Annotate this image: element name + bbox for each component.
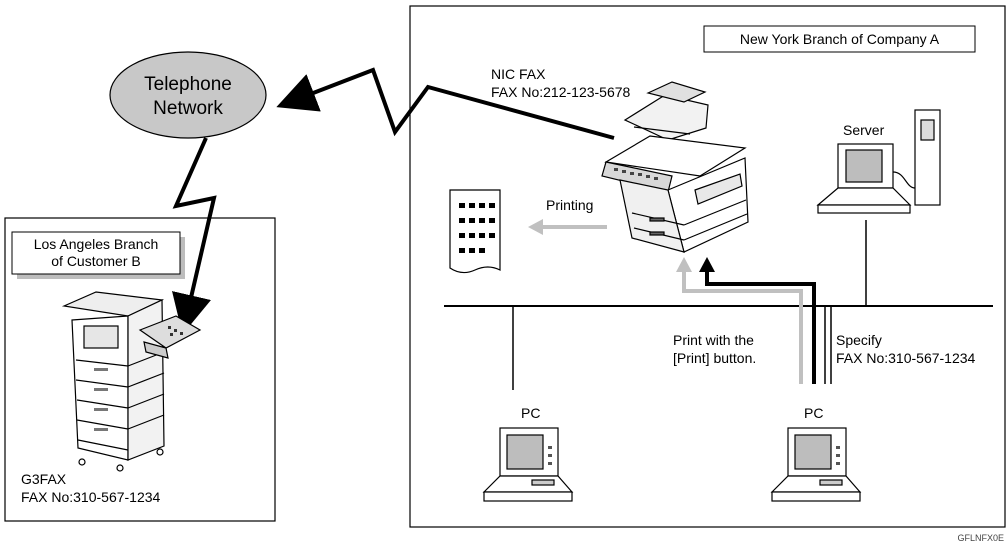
printing-label: Printing [546, 197, 593, 213]
left-pc-label: PC [521, 405, 540, 421]
server-computer [816, 109, 941, 214]
la-branch-title-line1: Los Angeles Branch [34, 236, 159, 252]
ny-branch-box [409, 5, 1006, 528]
telephone-network-cloud [109, 51, 267, 139]
right-pc-label: PC [804, 405, 823, 421]
cloud-label-line1: Telephone [144, 74, 232, 95]
g3fax-machine [61, 291, 202, 472]
ny-branch-title: New York Branch of Company A [740, 31, 940, 47]
fax-send-path-arrow [705, 270, 816, 384]
printed-document [449, 189, 501, 274]
right-pc [770, 427, 862, 502]
specify-label-line1: Specify [836, 332, 882, 348]
g3fax-label: G3FAX [21, 471, 67, 487]
la-branch-box [4, 217, 276, 522]
fax-send-path-arrow-head [699, 257, 715, 272]
g3fax-number: FAX No:310-567-1234 [21, 489, 161, 505]
server-label: Server [843, 122, 885, 138]
phone-link-to-g3fax [172, 137, 217, 335]
print-button-label-line2: [Print] button. [673, 350, 756, 366]
printing-arrow-head [528, 219, 543, 235]
la-branch-title-box [11, 231, 181, 275]
cloud-label-line2: Network [153, 98, 223, 119]
left-pc [482, 427, 574, 502]
la-branch-title-line2: of Customer B [51, 253, 140, 269]
specify-label-line2: FAX No:310-567-1234 [836, 350, 976, 366]
print-button-label-line1: Print with the [673, 332, 754, 348]
figure-code: GFLNFX0E [957, 533, 1004, 543]
phone-link-to-network [276, 67, 615, 140]
nic-fax-label: NIC FAX [491, 66, 546, 82]
print-path-arrow [682, 270, 803, 384]
print-path-arrow-head [676, 257, 692, 272]
nic-fax-machine [601, 81, 749, 253]
nic-fax-number: FAX No:212-123-5678 [491, 84, 631, 100]
ny-branch-title-box [703, 25, 976, 53]
